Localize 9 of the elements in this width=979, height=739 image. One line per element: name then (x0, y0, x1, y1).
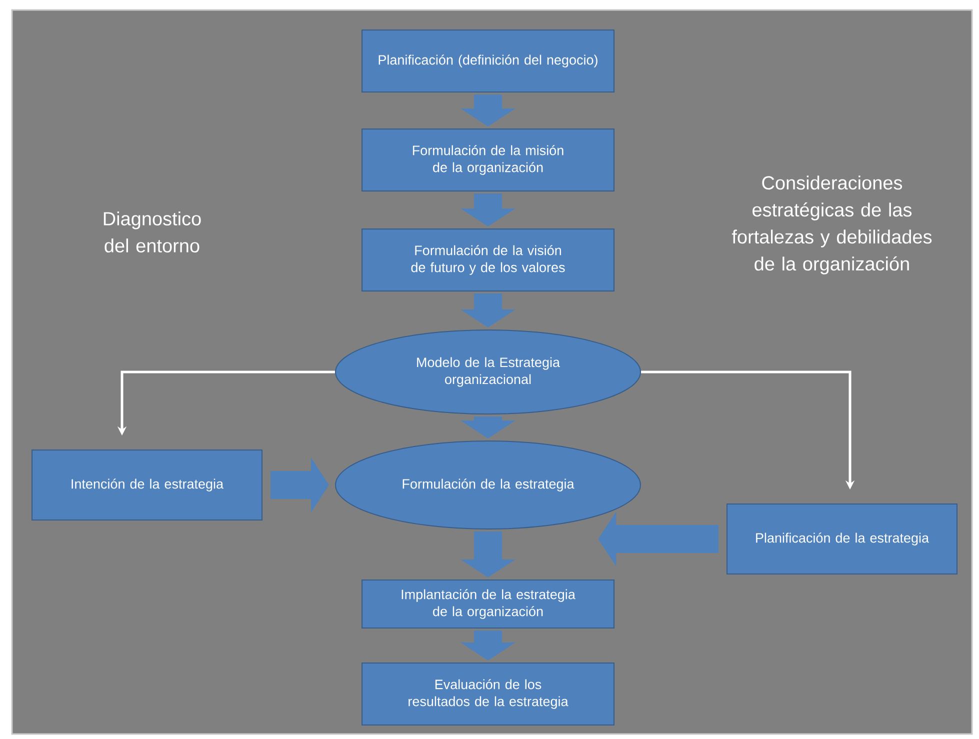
process-box: Evaluación de los resultados de la estrategia (362, 662, 614, 726)
process-box: Formulación de la visión de futuro y de los valores (362, 228, 614, 292)
process-box: Planificación de la estrategia (726, 504, 958, 574)
side-label: Diagnostico del entorno (104, 212, 201, 252)
side-label: Consideraciones estratégicas de las fortalezas y debilidades de la organización (732, 176, 932, 274)
process-box: Planificación (definición del negocio) (362, 30, 614, 92)
process-box: Implantación de la estrategia de la organización (362, 580, 614, 628)
process-box: Intención de la estrategia (32, 450, 262, 520)
process-box: Formulación de la misión de la organización (362, 128, 614, 192)
